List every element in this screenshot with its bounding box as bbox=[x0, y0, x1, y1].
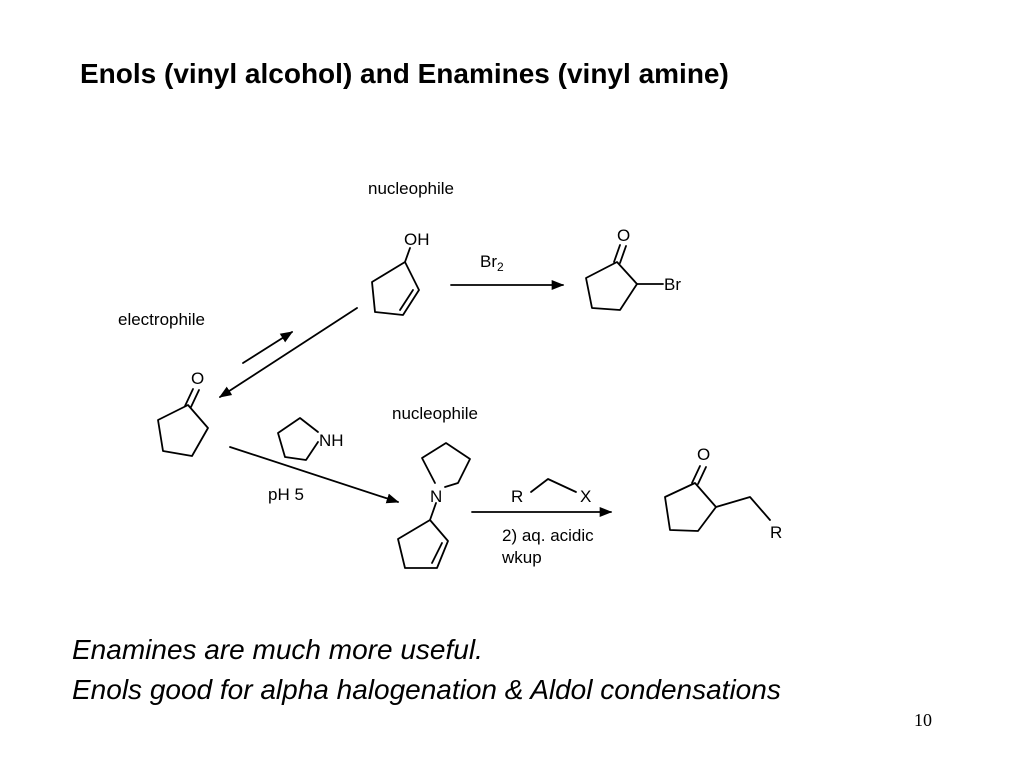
pyrrolidine-nh-label: NH bbox=[319, 431, 344, 450]
enol-oh-label: OH bbox=[404, 230, 430, 249]
equilibrium-arrows bbox=[218, 307, 358, 398]
ph-condition-label: pH 5 bbox=[268, 485, 304, 504]
enamine-n-label: N bbox=[430, 487, 442, 506]
bromination-arrow: Br2 bbox=[450, 252, 565, 291]
enamine-formation-arrow: pH 5 bbox=[229, 446, 400, 504]
bromoketone-o-label: O bbox=[617, 226, 630, 245]
enol-nucleophile-label: nucleophile bbox=[368, 179, 454, 198]
note-line-1: Enamines are much more useful. bbox=[72, 634, 483, 665]
note-line-2: Enols good for alpha halogenation & Aldo… bbox=[72, 674, 781, 705]
br2-reagent-label: Br2 bbox=[480, 252, 504, 274]
alkyl-r-label: R bbox=[511, 487, 523, 506]
bromoketone-structure: O Br bbox=[585, 226, 681, 311]
electrophile-label: electrophile bbox=[118, 310, 205, 329]
alkylated-ketone-structure: O R bbox=[664, 445, 782, 542]
enamine-structure: N bbox=[397, 442, 471, 569]
product-o-label: O bbox=[697, 445, 710, 464]
product-r-label: R bbox=[770, 523, 782, 542]
alkyl-x-label: X bbox=[580, 487, 591, 506]
enamine-nucleophile-label: nucleophile bbox=[392, 404, 478, 423]
slide-title: Enols (vinyl alcohol) and Enamines (viny… bbox=[80, 58, 729, 89]
alkylation-arrow: R X 2) aq. acidic wkup bbox=[471, 478, 613, 567]
bromoketone-br-label: Br bbox=[664, 275, 681, 294]
pyrrolidine-structure: NH bbox=[277, 417, 344, 461]
page-number: 10 bbox=[914, 710, 932, 730]
cyclopentanone-structure: O bbox=[157, 369, 209, 457]
workup-line1: 2) aq. acidic bbox=[502, 526, 594, 545]
workup-line2: wkup bbox=[501, 548, 542, 567]
cyclopentanone-o-label: O bbox=[191, 369, 204, 388]
enol-structure: OH nucleophile bbox=[368, 179, 454, 316]
